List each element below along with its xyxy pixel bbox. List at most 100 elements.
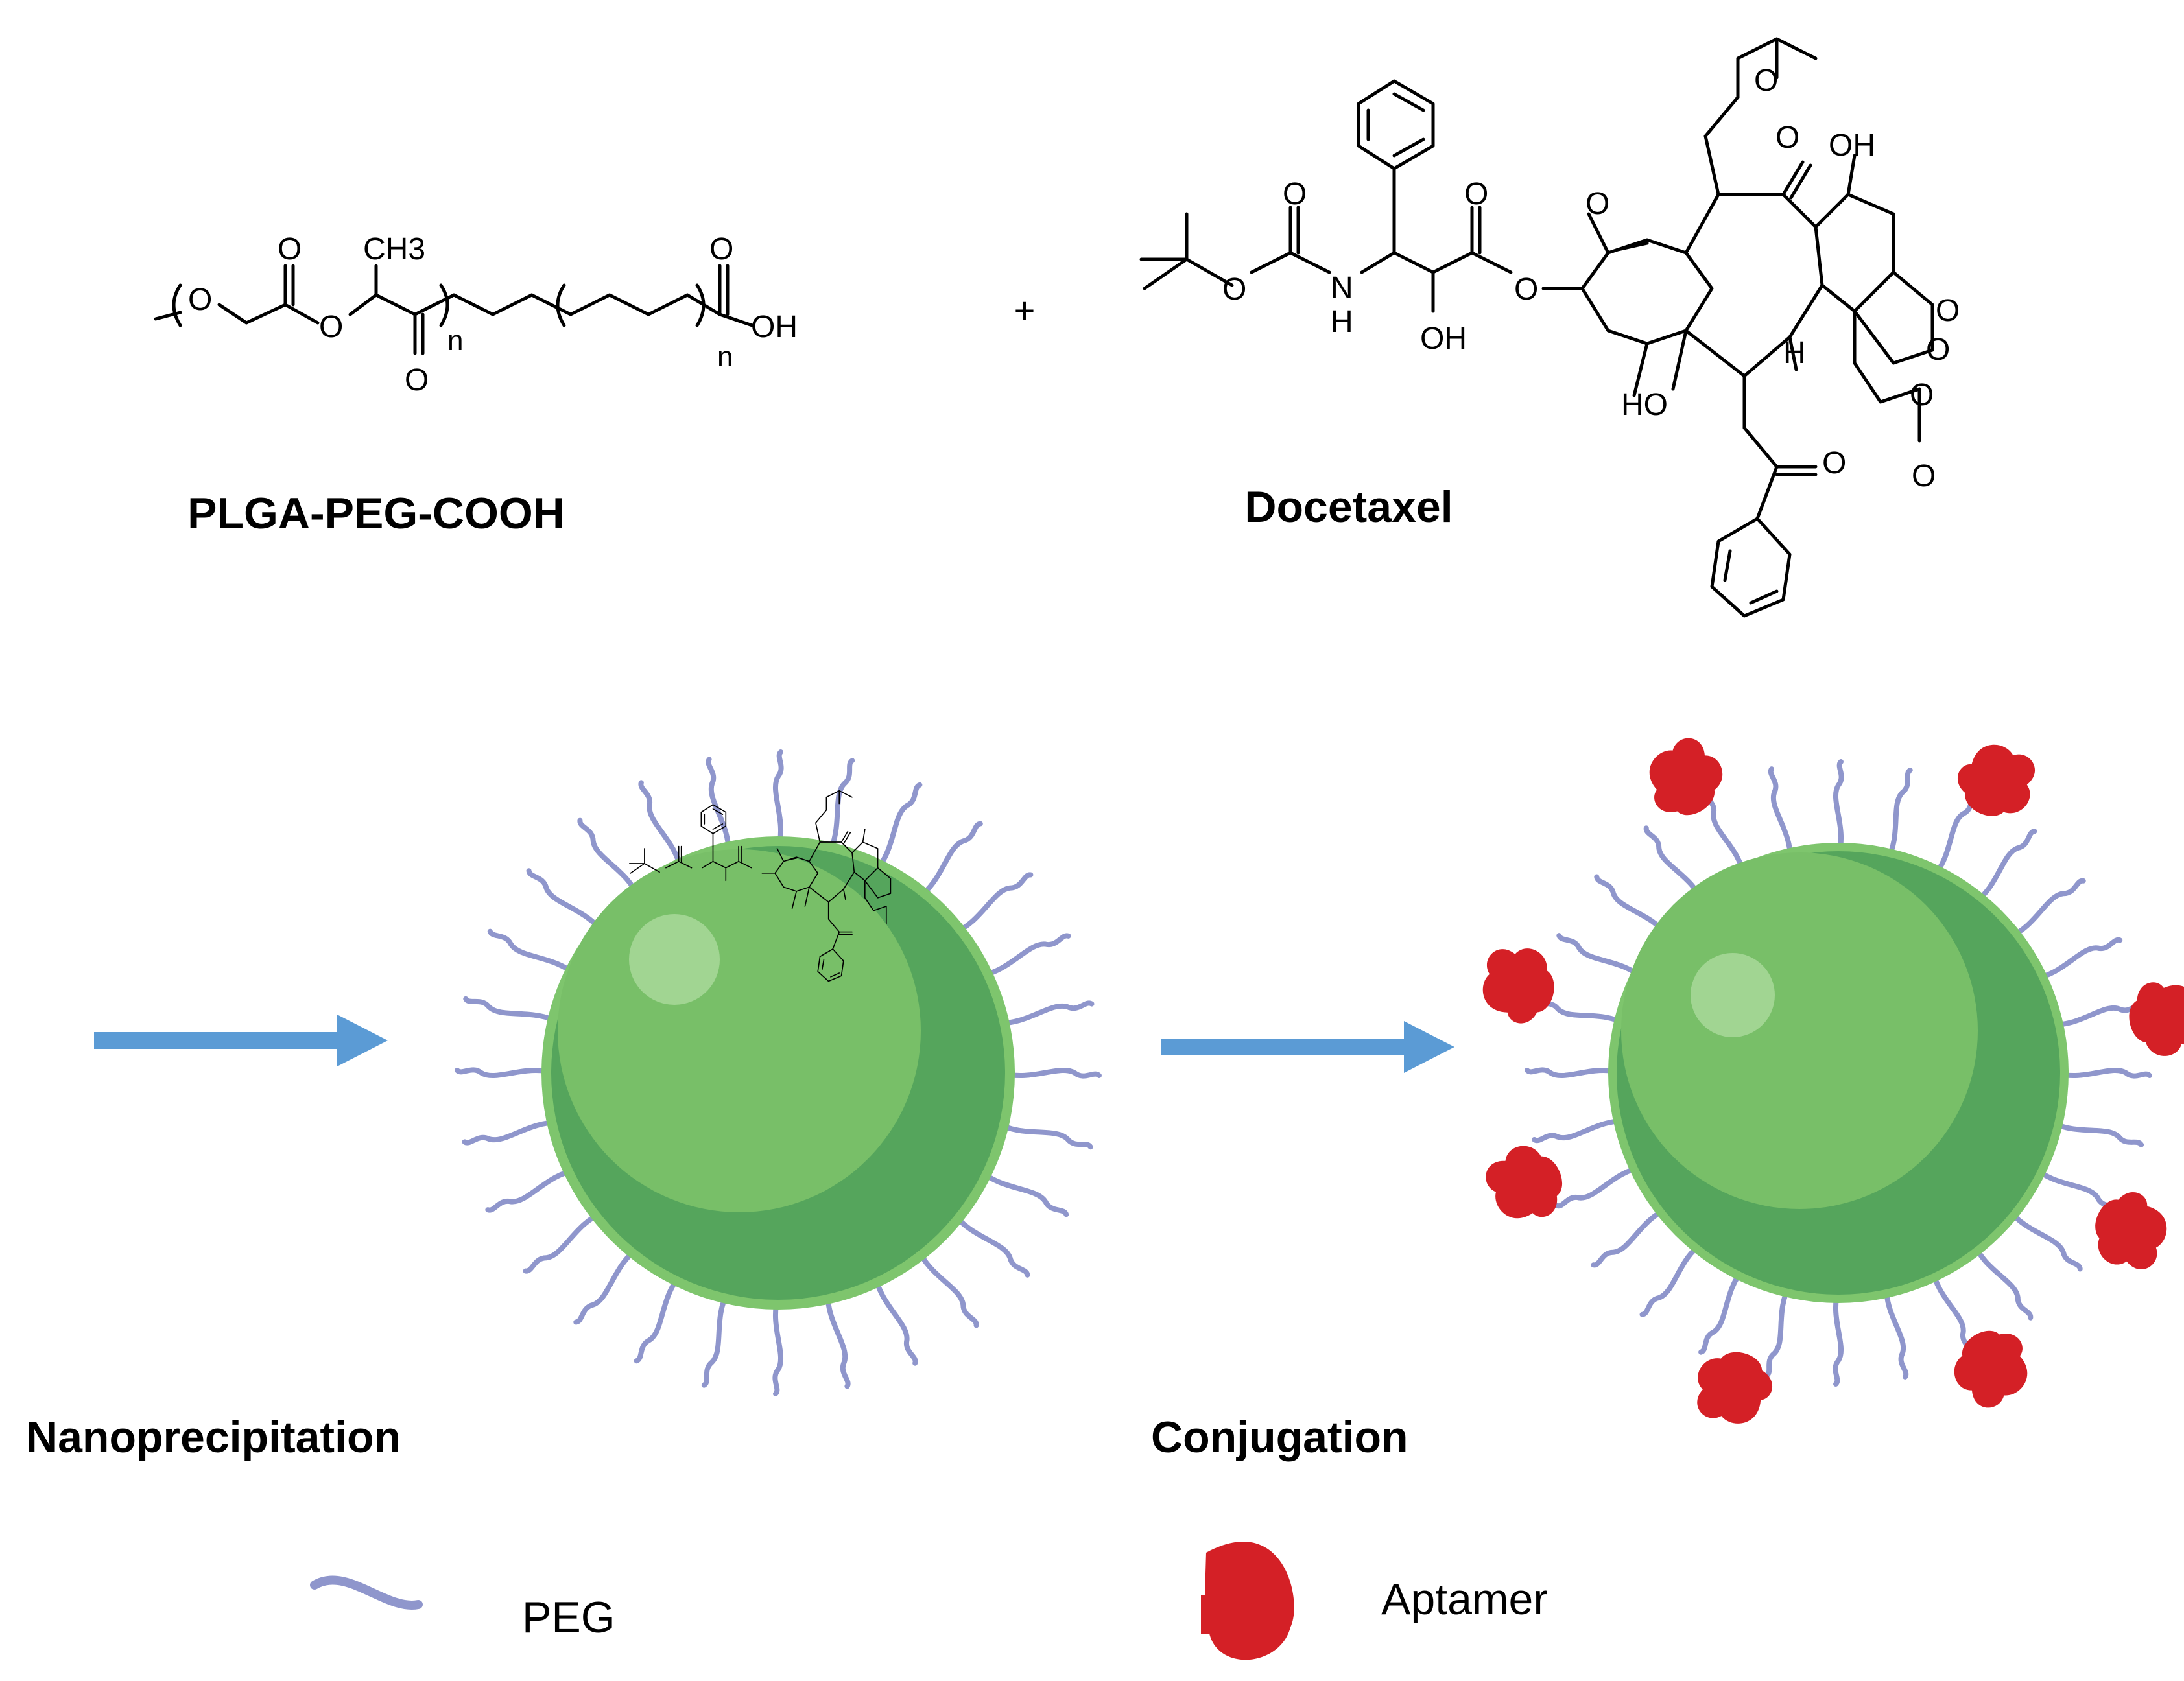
peg-chain — [485, 1167, 580, 1213]
peg-chain — [872, 782, 923, 875]
peg-chain — [1971, 1240, 2034, 1321]
docetaxel-atom: O — [1936, 294, 1960, 328]
aptamer — [1686, 1341, 1781, 1434]
peg-chain — [1764, 1282, 1793, 1379]
plga-peg-cooh-structure — [154, 264, 754, 355]
peg-chain — [825, 1288, 851, 1389]
peg-chain — [2047, 1118, 2144, 1147]
peg-chain — [977, 1167, 1069, 1217]
peg-chain — [2005, 1205, 2083, 1272]
docetaxel-atom: O — [1775, 121, 1799, 155]
peg-chain — [950, 872, 1034, 936]
docetaxel-atom: OH — [1420, 322, 1467, 356]
legend: PEG Aptamer — [310, 1542, 1548, 1660]
docetaxel-structure — [1139, 37, 1934, 618]
peg-chain — [1556, 933, 1646, 982]
step-nanoprecipitation-label: Nanoprecipitation — [26, 1413, 401, 1462]
plga-atom-labels: O O O CH3 O n O OH n — [188, 232, 798, 397]
peg-chain — [950, 1210, 1030, 1278]
plga-atom: O — [188, 283, 212, 317]
docetaxel-atom: O — [1910, 378, 1934, 412]
aptamer — [1478, 1136, 1573, 1232]
peg-chain — [1884, 1282, 1909, 1380]
peg-chain — [2005, 878, 2086, 941]
docetaxel-atom: O — [1283, 177, 1307, 211]
peg-chain — [1594, 874, 1672, 941]
plus-sign: + — [1014, 290, 1036, 331]
peg-chain — [993, 1000, 1095, 1026]
peg-chain — [577, 817, 641, 901]
peg-chain — [1639, 1240, 1706, 1317]
peg-chain — [999, 1068, 1102, 1079]
peg-chain — [1525, 1067, 1624, 1078]
peg-chain — [487, 928, 580, 979]
peg-chain — [1554, 1164, 1646, 1209]
peg-chain — [2047, 1002, 2145, 1028]
peg-chain — [1833, 1287, 1844, 1387]
peg-legend-icon — [310, 1575, 423, 1610]
peg-chain — [573, 1245, 641, 1325]
legend-peg-label: PEG — [522, 1593, 615, 1642]
peg-chains — [1525, 759, 2152, 1387]
peg-chain — [825, 758, 855, 858]
peg-chain — [1971, 829, 2037, 906]
peg-chain — [1698, 1265, 1747, 1355]
peg-chain — [915, 821, 983, 901]
peg-chain — [993, 1120, 1093, 1150]
docetaxel-atom: O — [1926, 333, 1950, 367]
docetaxel-atom: O — [1754, 64, 1778, 98]
peg-chain — [455, 1067, 557, 1078]
aptamer — [2123, 974, 2184, 1062]
peg-chain — [706, 757, 731, 858]
peg-chain — [1833, 759, 1844, 858]
plga-atom: O — [278, 232, 302, 266]
peg-chain — [1532, 1118, 1630, 1144]
aptamer-conjugated-nanoparticle — [1474, 729, 2184, 1434]
aptamer — [1941, 1317, 2042, 1417]
peg-chain — [773, 749, 784, 852]
peg-chain — [638, 780, 684, 875]
peg-chain — [634, 1271, 684, 1364]
plga-atom: OH — [751, 310, 798, 344]
docetaxel-atom: H — [1331, 305, 1353, 339]
plga-atom: n — [717, 341, 733, 373]
peg-chain — [772, 1294, 783, 1396]
peg-chain — [872, 1271, 918, 1366]
peg-chain — [2053, 1068, 2152, 1079]
peg-chain — [1884, 767, 1913, 864]
peg-chain — [915, 1245, 979, 1328]
docetaxel-atom: O — [1822, 446, 1846, 480]
peg-chain — [526, 868, 606, 936]
plga-atom: n — [447, 325, 463, 357]
plga-atom: CH3 — [363, 232, 425, 266]
arrow-conjugation — [1161, 1021, 1454, 1073]
docetaxel-atom: H — [1783, 336, 1806, 370]
aptamer — [1474, 939, 1563, 1030]
legend-aptamer-label: Aptamer — [1381, 1575, 1548, 1624]
plga-label: PLGA-PEG-COOH — [187, 489, 565, 538]
docetaxel-atom-labels: O O O N H O OH O O O OH O H HO O O O O — [1222, 64, 1960, 493]
docetaxel-atom: O — [1464, 177, 1488, 211]
peg-chain — [2031, 937, 2123, 982]
peg-chains — [455, 749, 1102, 1396]
peg-chain — [462, 1120, 563, 1146]
peg-chain — [1591, 1205, 1672, 1268]
peg-chain — [523, 1210, 606, 1274]
docetaxel-atom: O — [1514, 272, 1538, 307]
aptamer — [1635, 729, 1735, 829]
plga-atom: O — [405, 363, 429, 397]
docetaxel-label: Docetaxel — [1244, 482, 1453, 532]
peg-chain — [1768, 766, 1793, 864]
peg-chain — [977, 933, 1071, 979]
peg-chain — [463, 996, 563, 1026]
peg-chain — [1643, 825, 1706, 906]
step-conjugation-label: Conjugation — [1151, 1413, 1408, 1462]
docetaxel-atom: O — [1585, 187, 1609, 221]
peg-chain — [701, 1288, 731, 1388]
plga-atom: O — [319, 310, 343, 344]
docetaxel-atom: O — [1222, 272, 1246, 307]
docetaxel-atom: OH — [1829, 128, 1875, 163]
arrow-nanoprecipitation — [94, 1015, 388, 1066]
docetaxel-atom: HO — [1621, 388, 1668, 422]
